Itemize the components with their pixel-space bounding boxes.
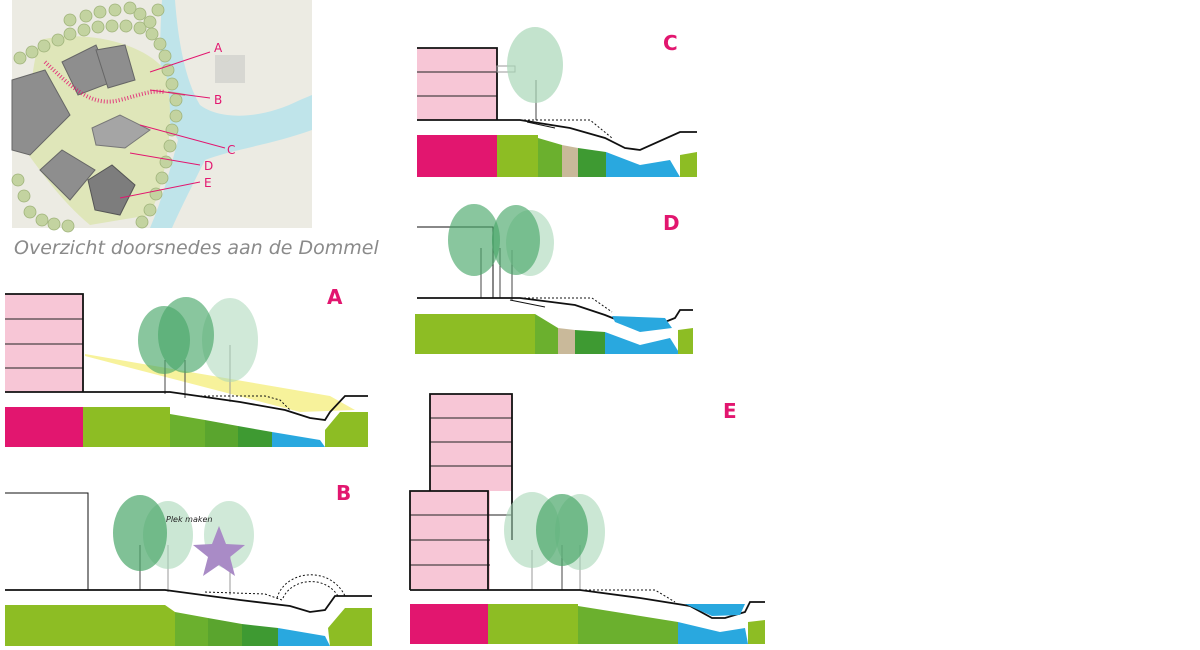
building-map [91, 114, 151, 149]
building-map [95, 44, 136, 89]
map-tree [11, 173, 25, 187]
map-label-c: C [227, 143, 235, 157]
trees-a [138, 297, 258, 402]
water-d [612, 316, 672, 332]
section-b: Plek maken B [5, 481, 372, 646]
map-label-d: D [204, 159, 213, 173]
map-tree [163, 139, 177, 153]
map-tree [119, 19, 133, 33]
river-map [150, 0, 312, 228]
building-c [417, 47, 516, 120]
map-tree [133, 21, 147, 35]
route-path [43, 60, 166, 104]
map-label-e: E [204, 176, 212, 190]
proposed-line-b [204, 591, 283, 601]
trees-e [504, 492, 605, 590]
map-tree [153, 37, 167, 51]
star-icon [193, 526, 245, 576]
map-tree [13, 51, 27, 65]
map-tree [93, 5, 107, 19]
proposed-line-a [200, 395, 291, 411]
terrain-b [5, 589, 372, 613]
proposed-line-d [520, 297, 613, 313]
section-label-e: E [723, 399, 737, 423]
map-tree [133, 7, 147, 21]
map-tree [169, 109, 183, 123]
map-tree [143, 15, 157, 29]
map-tree [151, 3, 165, 17]
map-tree [63, 13, 77, 27]
map-tree [123, 1, 137, 15]
map-tree [17, 189, 31, 203]
building-a [5, 293, 84, 392]
map-tree [105, 19, 119, 33]
map-tree [47, 217, 61, 231]
zone-band-c [417, 135, 697, 177]
building-map [39, 149, 96, 201]
water-e [685, 604, 745, 616]
terrain-c [417, 119, 697, 151]
section-label-d: D [663, 211, 680, 235]
building-map [11, 69, 71, 156]
building-map [87, 164, 136, 216]
trees-d [448, 204, 554, 300]
section-a: A [5, 285, 368, 447]
building-e [409, 393, 513, 590]
map-tree [165, 77, 179, 91]
terrain-a [5, 391, 368, 421]
map-tree [35, 213, 49, 227]
map-tree [91, 20, 105, 34]
map-tree [37, 39, 51, 53]
section-c: C [417, 27, 697, 177]
building-map [215, 55, 245, 83]
map-tree [158, 49, 172, 63]
map-tree [169, 93, 183, 107]
map-tree [25, 45, 39, 59]
map-tree [79, 9, 93, 23]
map-tree [23, 205, 37, 219]
map-tree [108, 3, 122, 17]
map-tree [61, 219, 75, 233]
map-tree [145, 27, 159, 41]
proposed-line-c [520, 119, 613, 139]
note-plek-maken: Plek maken [166, 515, 212, 524]
section-d: D [415, 204, 693, 354]
caption: Overzicht doorsnedes aan de Dommel [14, 237, 379, 259]
section-label-a: A [327, 285, 343, 309]
proposed-line-e [585, 589, 676, 603]
map-tree [63, 27, 77, 41]
section-label-c: C [663, 31, 678, 55]
terrain-e [410, 589, 765, 619]
section-e: E [409, 393, 765, 644]
map-label-b: B [214, 93, 222, 107]
bridge-arc [276, 574, 346, 599]
tree-c [507, 27, 563, 120]
map-tree [155, 171, 169, 185]
building-outline-b [5, 492, 89, 590]
map-tree [143, 203, 157, 217]
map-tree [165, 123, 179, 137]
map-tree [135, 215, 149, 229]
zone-band-b [5, 605, 372, 646]
section-label-b: B [336, 481, 351, 505]
map-tree [159, 155, 173, 169]
map-tree [51, 33, 65, 47]
zone-band-e [410, 604, 765, 644]
bridge-arc-inner [282, 581, 339, 599]
map-tree [77, 23, 91, 37]
zone-band-a [5, 407, 368, 447]
zone-band-d [415, 314, 693, 354]
overview-map: A B C D E [11, 0, 312, 233]
map-leaders [119, 51, 226, 199]
map-label-a: A [214, 41, 223, 55]
